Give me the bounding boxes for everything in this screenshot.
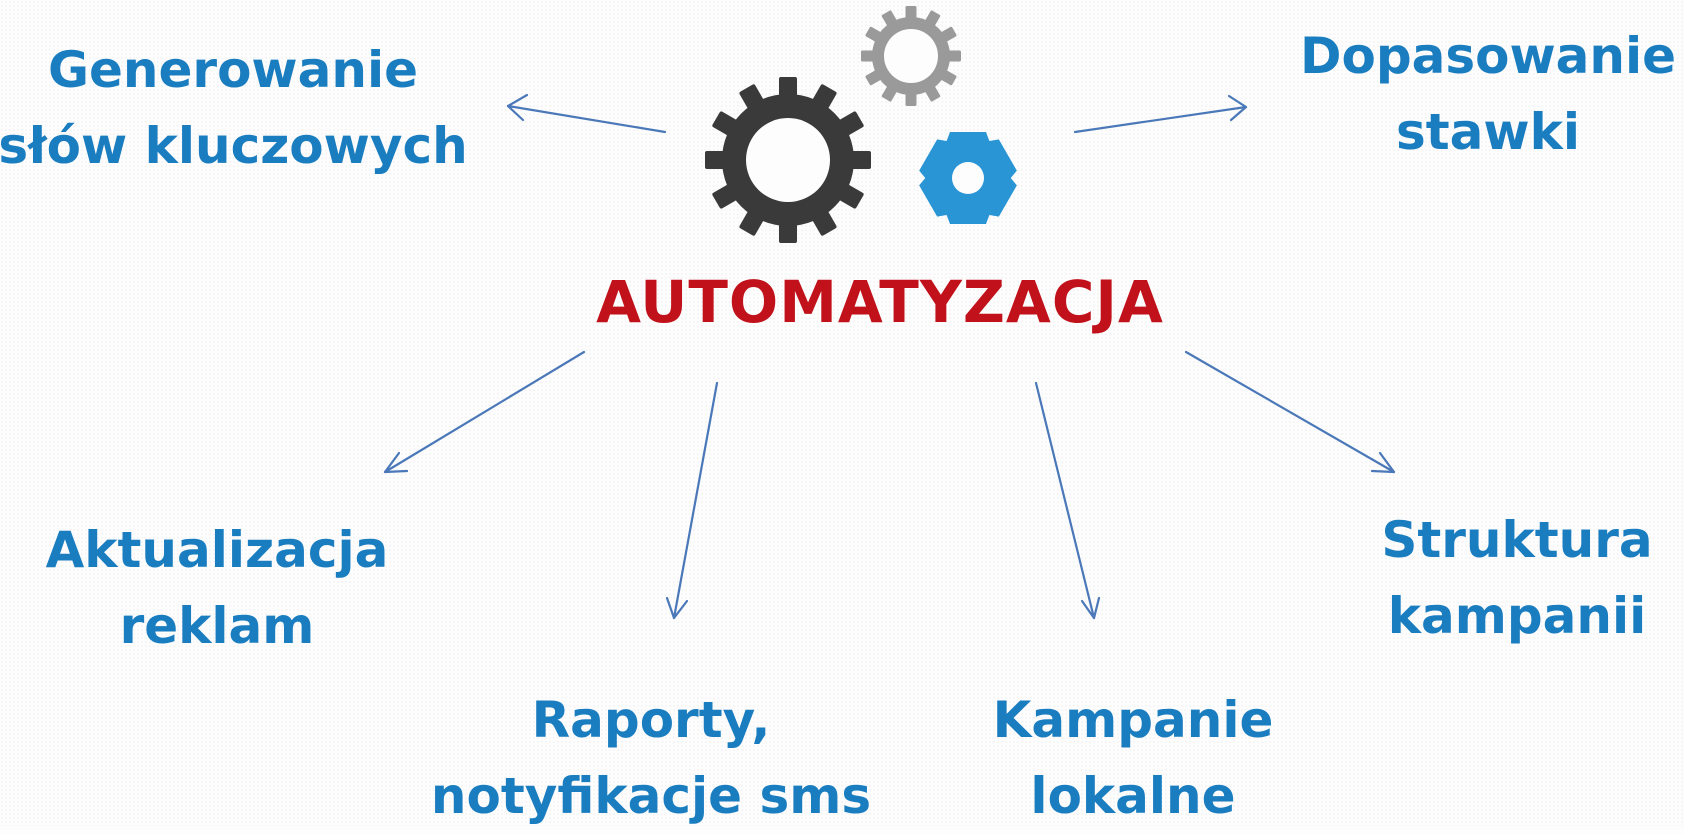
gears-icon <box>705 6 1017 243</box>
node-dopasowanie-line1: Dopasowanie <box>1299 27 1677 85</box>
node-raporty-line2: notyfikacje sms <box>430 767 872 825</box>
arrow-to-dopasowanie <box>1073 94 1248 134</box>
node-kampanie: Kampanie lokalne <box>993 682 1274 834</box>
node-struktura-line2: kampanii <box>1387 587 1647 645</box>
arrow-to-generowanie <box>506 93 667 134</box>
node-aktualizacja: Aktualizacja reklam <box>46 512 389 664</box>
node-struktura-line1: Struktura <box>1381 511 1653 569</box>
arrow-to-aktualizacja <box>383 350 586 474</box>
node-generowanie-line1: Generowanie <box>47 41 419 99</box>
node-raporty-line1: Raporty, <box>531 691 771 749</box>
node-dopasowanie-line2: stawki <box>1396 103 1580 161</box>
node-kampanie-line1: Kampanie <box>992 691 1274 749</box>
node-generowanie: Generowanie słów kluczowych <box>0 32 468 184</box>
grey-gear-icon <box>861 6 961 106</box>
node-generowanie-line2: słów kluczowych <box>0 117 468 175</box>
blue-gear-icon <box>919 132 1017 224</box>
node-raporty: Raporty, notyfikacje sms <box>431 682 871 834</box>
node-dopasowanie: Dopasowanie stawki <box>1300 18 1676 170</box>
node-aktualizacja-line2: reklam <box>119 597 315 655</box>
arrow-to-kampanie <box>1034 381 1101 620</box>
center-title: AUTOMATYZACJA <box>596 268 1164 336</box>
node-kampanie-line2: lokalne <box>1030 767 1236 825</box>
arrow-to-raporty <box>665 381 719 620</box>
node-struktura: Struktura kampanii <box>1381 502 1652 654</box>
arrow-to-struktura <box>1184 350 1396 474</box>
dark-gear-icon <box>705 77 871 243</box>
node-aktualizacja-line1: Aktualizacja <box>45 521 389 579</box>
